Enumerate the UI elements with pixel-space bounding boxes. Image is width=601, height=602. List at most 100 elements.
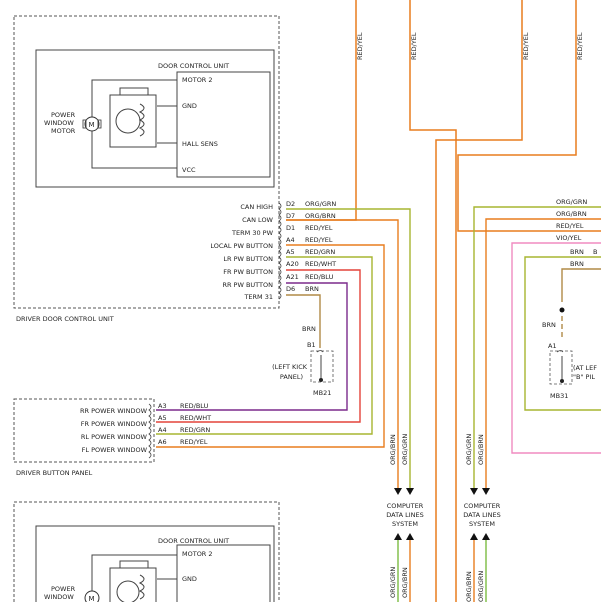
cdl-right-wire-bottom-2: ORG/GRN	[477, 571, 485, 602]
wire-fr-pw	[156, 269, 361, 423]
dcu-pin-id: D2	[286, 200, 295, 208]
right-wire-6: BRN	[570, 260, 584, 268]
dcu-wires	[156, 208, 411, 488]
cdl-left-wire-top-1: ORG/BRN	[389, 434, 397, 465]
dcu-pin-name: CAN LOW	[242, 216, 273, 224]
ground-left-pin: B1	[307, 341, 316, 349]
arrow-down-icon	[406, 488, 414, 495]
dcu-pin-wire: RED/YEL	[305, 236, 333, 244]
dcu-pin-id: A21	[286, 273, 299, 281]
dcu-pin-id: D6	[286, 285, 295, 293]
driver-motor-label-1: POWER	[51, 111, 76, 119]
arrow-up-icon	[406, 533, 414, 540]
dcu-pin-id: A20	[286, 260, 299, 268]
dcu-pin-id: D1	[286, 224, 295, 232]
dcu-pin-name: TERM 30 PW	[231, 229, 274, 237]
top-wire-labels: RED/YEL RED/YEL RED/YEL RED/YEL	[356, 32, 584, 60]
button-panel-row-name: FL POWER WINDOW	[82, 446, 148, 454]
ground-left-id: MB21	[313, 389, 331, 397]
dcu-pin-name: TERM 31	[243, 293, 273, 301]
cdl-left-wire-top-2: ORG/GRN	[401, 434, 409, 465]
passenger-motor-symbol: M	[89, 595, 95, 602]
passenger-door-control-unit: DOOR CONTROL UNIT MOTOR 2 GND M POWER WI…	[13, 501, 280, 602]
cdl-right: ORG/GRN ORG/BRN COMPUTER DATA LINES SYST…	[463, 206, 601, 602]
right-wire-2: ORG/BRN	[556, 210, 587, 218]
wire-term31	[286, 294, 321, 348]
arrow-up-icon	[482, 533, 490, 540]
button-panel-row-wire: RED/YEL	[180, 438, 208, 446]
driver-dcu-inner-box	[35, 49, 275, 188]
wire-can-high	[286, 208, 411, 488]
top-wire-1	[286, 0, 357, 221]
right-wires: ORG/GRN ORG/BRN RED/YEL VIO/YEL BRN B BR…	[511, 198, 601, 454]
button-panel-row-pin: A6	[158, 438, 167, 446]
dcu-connector-brackets	[278, 202, 282, 300]
cdl-right-wire-bottom-1: ORG/BRN	[465, 571, 473, 602]
dcu-pin-id: D7	[286, 212, 295, 220]
ground-icon	[319, 378, 323, 382]
cdl-right-wire-top-2: ORG/BRN	[477, 434, 485, 465]
driver-dcu-pins: CAN HIGH D2 ORG/GRN CAN LOW D7 ORG/BRN T…	[210, 200, 336, 301]
wire-rr-pw	[156, 282, 348, 411]
driver-pin-vcc: VCC	[182, 166, 196, 174]
dcu-pin-wire: RED/YEL	[305, 224, 333, 232]
dcu-pin-name: RR PW BUTTON	[222, 281, 273, 289]
right-wire-3: RED/YEL	[556, 222, 584, 230]
ground-right-location-1: (AT LEF	[573, 364, 597, 372]
cdl-left: ORG/BRN ORG/GRN COMPUTER DATA LINES SYST…	[386, 434, 424, 602]
driver-dcu-title: DOOR CONTROL UNIT	[158, 62, 229, 70]
cdl-right-line-1: COMPUTER	[464, 502, 501, 510]
cdl-left-line-3: SYSTEM	[392, 520, 418, 528]
driver-motor-icon: M	[82, 116, 102, 132]
top-wire-label-2: RED/YEL	[410, 32, 418, 60]
dcu-pin-wire: ORG/GRN	[305, 200, 336, 208]
top-wire-label-3: RED/YEL	[522, 32, 530, 60]
right-wire-1: ORG/GRN	[556, 198, 587, 206]
button-panel-row-wire: RED/GRN	[180, 426, 210, 434]
cdl-right-wire-top-1: ORG/GRN	[465, 434, 473, 465]
driver-button-panel: RR POWER WINDOW A3 RED/BLU FR POWER WIND…	[13, 398, 211, 477]
dcu-pin-wire: RED/BLU	[305, 273, 334, 281]
dcu-pin-name: CAN HIGH	[240, 203, 273, 211]
button-panel-row-pin: A4	[158, 426, 167, 434]
ground-right-pin: A1	[548, 342, 557, 350]
arrow-down-icon	[470, 488, 478, 495]
right-wire-5: BRN	[570, 248, 584, 256]
motor-icon	[84, 590, 100, 602]
top-wire-3	[435, 0, 523, 602]
driver-dcu-pin-box	[176, 71, 271, 178]
button-panel-row-name: RL POWER WINDOW	[81, 433, 148, 441]
right-wire-4: VIO/YEL	[556, 234, 582, 242]
dcu-pin-wire: ORG/BRN	[305, 212, 336, 220]
ground-left-wire: BRN	[302, 325, 316, 333]
dcu-pin-id: A5	[286, 248, 295, 256]
passenger-motor-label-1: POWER	[51, 585, 76, 593]
button-panel-row-name: FR POWER WINDOW	[81, 420, 148, 428]
dcu-pin-wire: RED/WHT	[305, 260, 336, 268]
top-wire-4	[457, 0, 601, 232]
dcu-pin-name: FR PW BUTTON	[223, 268, 273, 276]
top-wire-2	[409, 0, 457, 602]
button-panel-row-wire: RED/WHT	[180, 414, 211, 422]
arrow-up-icon	[470, 533, 478, 540]
cdl-right-line-3: SYSTEM	[469, 520, 495, 528]
driver-pin-gnd: GND	[182, 102, 197, 110]
driver-motor-label-2: WINDOW	[44, 119, 74, 127]
driver-door-box-label: DRIVER DOOR CONTROL UNIT	[16, 315, 114, 323]
ground-right-id: MB31	[550, 392, 568, 400]
right-wire-cut: B	[593, 248, 597, 256]
top-wire-label-4: RED/YEL	[576, 32, 584, 60]
cdl-right-line-2: DATA LINES	[463, 511, 500, 519]
button-panel-row-wire: RED/BLU	[180, 402, 209, 410]
cdl-left-wire-bottom-2: ORG/BRN	[401, 567, 409, 598]
driver-motor-schematic	[91, 79, 177, 169]
dcu-pin-name: LR PW BUTTON	[223, 255, 273, 263]
button-panel-row-name: RR POWER WINDOW	[80, 407, 148, 415]
passenger-motor-label-2: WINDOW	[44, 593, 74, 601]
passenger-pin-gnd: GND	[182, 575, 197, 583]
top-wire-label-1: RED/YEL	[356, 32, 364, 60]
wire-local-pw	[156, 244, 385, 448]
arrow-up-icon	[394, 533, 402, 540]
top-wires	[286, 0, 601, 602]
